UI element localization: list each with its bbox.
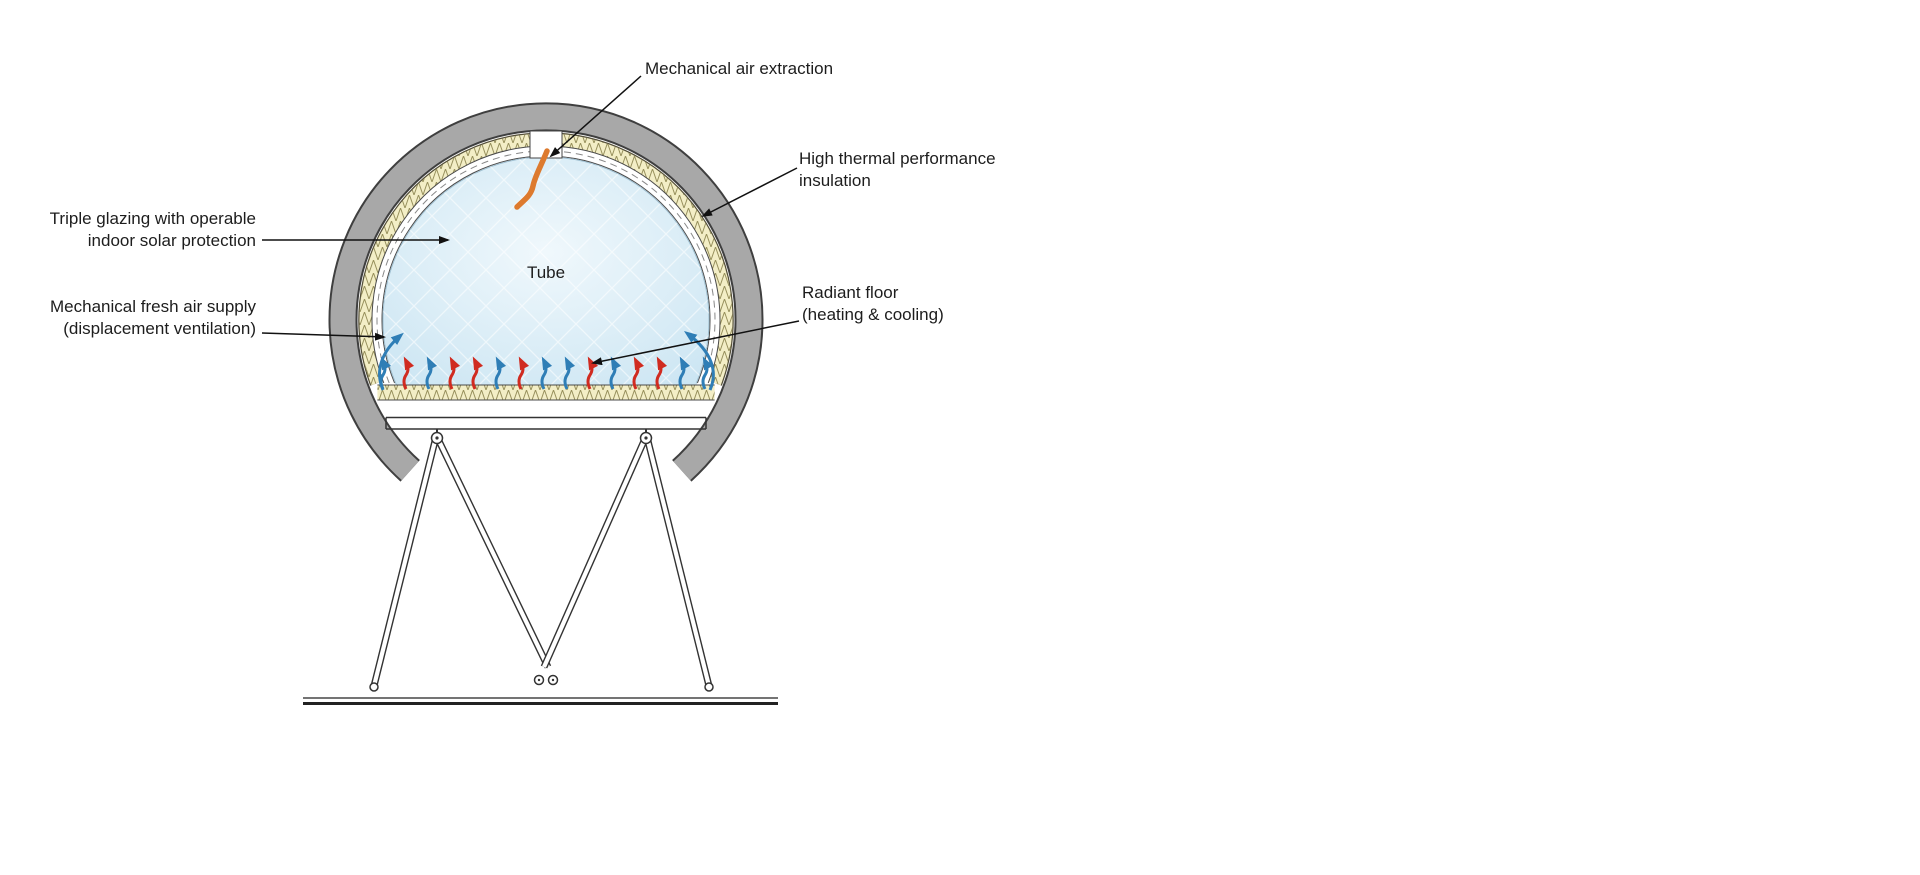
pin-base-left [369, 682, 379, 692]
floor-arrow-blue [609, 356, 622, 390]
label-insulation-line2: insulation [799, 171, 871, 190]
floor-arrow-blue [494, 356, 507, 390]
floor-arrow-blue [425, 356, 438, 390]
label-radiant-floor-line2: (heating & cooling) [802, 305, 944, 324]
floor-arrow-red [402, 356, 415, 390]
floor-arrow-blue [701, 356, 714, 390]
label-air-extraction-text: Mechanical air extraction [645, 59, 834, 78]
label-fresh-air: Mechanical fresh air supply (displacemen… [30, 296, 256, 340]
floor-arrow-blue [678, 356, 691, 390]
label-insulation: High thermal performance insulation [799, 148, 996, 192]
label-tube-text: Tube [526, 263, 566, 282]
pointer-insulation [701, 167, 798, 217]
label-tube: Tube [527, 262, 565, 284]
ground-line [303, 697, 778, 705]
label-air-extraction: Mechanical air extraction [645, 58, 833, 80]
label-glazing-line2: indoor solar protection [87, 231, 256, 250]
annotation-pointers [261, 75, 800, 366]
floor-arrow-red [586, 356, 599, 390]
label-fresh-air-line2: (displacement ventilation) [63, 319, 256, 338]
pointer-fresh-air [261, 332, 386, 341]
pointer-air-extraction [549, 75, 642, 158]
floor-arrow-red [448, 356, 461, 390]
pointer-radiant-floor [591, 320, 800, 366]
floor-air-arrows [379, 356, 714, 390]
floor-arrow-red [632, 356, 645, 390]
floor-arrow-red [517, 356, 530, 390]
tube-shell [328, 102, 764, 482]
floor-arrow-red [655, 356, 668, 390]
label-insulation-line1: High thermal performance [799, 149, 996, 168]
support-beam [385, 416, 707, 430]
floor-arrow-blue [563, 356, 576, 390]
fresh-air-supply-arrow-left [378, 332, 404, 391]
extraction-air-stream [514, 148, 550, 210]
label-fresh-air-line1: Mechanical fresh air supply [50, 297, 256, 316]
tube-interior [382, 156, 710, 386]
fresh-air-supply-arrow-right [684, 330, 715, 391]
label-radiant-floor-line1: Radiant floor [802, 283, 899, 302]
support-structure [369, 429, 714, 692]
label-glazing-line1: Triple glazing with operable [49, 209, 256, 228]
label-glazing: Triple glazing with operable indoor sola… [30, 208, 256, 252]
floor-arrow-blue [540, 356, 553, 390]
pin-base-right [704, 682, 714, 692]
floor-arrow-red [471, 356, 484, 390]
label-radiant-floor: Radiant floor (heating & cooling) [802, 282, 944, 326]
